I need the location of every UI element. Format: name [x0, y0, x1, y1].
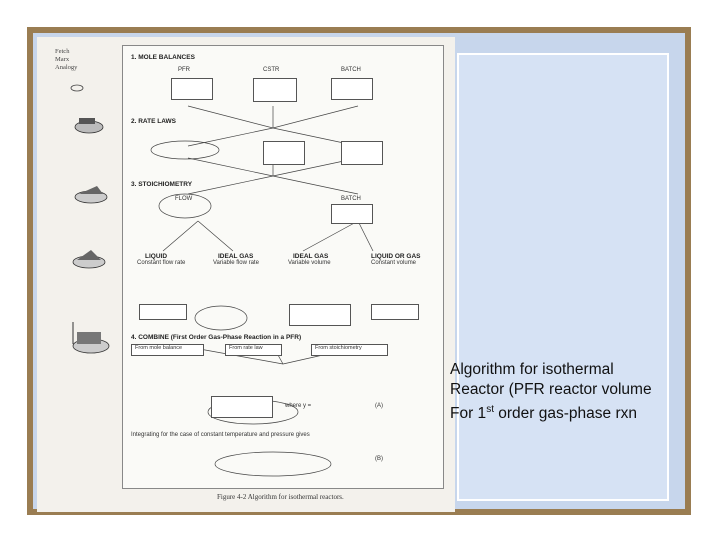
liquid-label: LIQUID: [145, 253, 167, 260]
ideal-gas-1-label: IDEAL GAS: [218, 253, 253, 260]
liquid-conc-box: [139, 304, 187, 320]
from-mole-balance-box: From mole balance: [131, 344, 204, 356]
flow-label: FLOW: [175, 196, 192, 202]
batch-equation-box: [331, 78, 373, 100]
liquid-gas-label: LIQUID OR GAS: [371, 253, 420, 260]
integrating-note: Integrating for the case of constant tem…: [131, 432, 310, 438]
cstr-label: CSTR: [263, 67, 279, 73]
step-rate-laws: 2. RATE LAWS: [131, 118, 176, 125]
step-stoichiometry: 3. STOICHIOMETRY: [131, 181, 192, 188]
algorithm-figure: 1. MOLE BALANCES PFR CSTR BATCH 2. RATE …: [122, 45, 444, 489]
ideal-gas-conc-box: [289, 304, 351, 326]
cstr-equation-box: [253, 78, 297, 102]
batch-stoich-box: [331, 204, 373, 224]
rate-law-box-1: [263, 141, 305, 165]
label-b: (B): [375, 456, 383, 462]
liquid-gas-sub: Constant volume: [371, 260, 416, 266]
step-combine: 4. COMBINE (First Order Gas-Phase Reacti…: [131, 334, 301, 341]
pfr-label: PFR: [178, 67, 190, 73]
from-stoichiometry-box: From stoichiometry: [311, 344, 388, 356]
ideal-gas-1-sub: Variable flow rate: [213, 260, 259, 266]
batch2-label: BATCH: [341, 196, 361, 202]
caption-line-3: For 1st order gas-phase rxn: [450, 400, 652, 424]
caption-line-2: Reactor (PFR reactor volume: [450, 380, 652, 400]
ideal-gas-2-sub: Variable volume: [288, 260, 331, 266]
slide-caption: Algorithm for isothermal Reactor (PFR re…: [450, 360, 652, 424]
caption-line-1: Algorithm for isothermal: [450, 360, 652, 380]
rate-law-box-2: [341, 141, 383, 165]
step-mole-balances: 1. MOLE BALANCES: [131, 54, 195, 61]
from-rate-law-box: From rate law: [225, 344, 282, 356]
figure-caption: Figure 4-2 Algorithm for isothermal reac…: [217, 493, 344, 501]
scanned-figure: Fetch Marx Analogy: [37, 37, 455, 512]
combined-equation-box: [211, 396, 273, 418]
liquid-sub: Constant flow rate: [137, 260, 185, 266]
batch-label: BATCH: [341, 67, 361, 73]
pfr-equation-box: [171, 78, 213, 100]
const-vol-conc-box: [371, 304, 419, 320]
label-a: (A): [375, 403, 383, 409]
ideal-gas-2-label: IDEAL GAS: [293, 253, 328, 260]
caption-panel: [457, 53, 669, 501]
where-y: where y =: [285, 403, 311, 409]
food-plate-icons: [67, 82, 127, 402]
analogy-label: Fetch Marx Analogy: [55, 48, 77, 72]
flow-arrows: [123, 46, 443, 488]
